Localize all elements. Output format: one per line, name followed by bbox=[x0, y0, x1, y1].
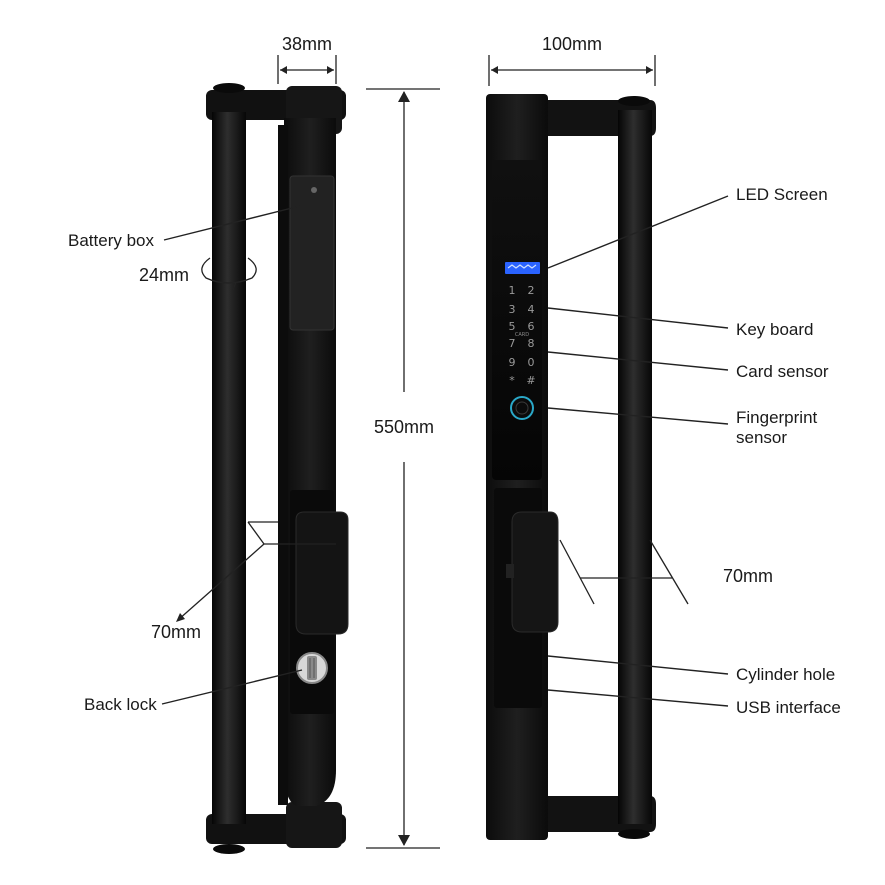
callout-key-board: Key board bbox=[547, 307, 814, 339]
dimension-70mm-right: 70mm bbox=[559, 539, 773, 605]
card-mark: CARD bbox=[515, 332, 529, 338]
label-battery-box: Battery box bbox=[68, 231, 154, 250]
dim-70mm-left-label: 70mm bbox=[151, 622, 201, 642]
callout-fingerprint-sensor: Fingerprint sensor bbox=[547, 407, 818, 447]
key: 0 bbox=[528, 356, 535, 369]
key: 8 bbox=[528, 337, 535, 350]
dim-550mm-label: 550mm bbox=[374, 417, 434, 437]
key: 4 bbox=[528, 303, 535, 316]
label-led-screen: LED Screen bbox=[736, 185, 828, 204]
keypad: 1 2 3 4 5 6 7 8 9 0 * # CARD bbox=[509, 284, 536, 387]
key: 2 bbox=[528, 284, 535, 297]
label-back-lock: Back lock bbox=[84, 695, 157, 714]
right-lever bbox=[511, 511, 559, 633]
label-fingerprint-line2: sensor bbox=[736, 428, 787, 447]
key: * bbox=[509, 374, 515, 387]
dimension-70mm-left: 70mm bbox=[151, 521, 336, 642]
callout-led-screen: LED Screen bbox=[547, 185, 828, 269]
key: 6 bbox=[528, 320, 535, 333]
callout-usb-interface: USB interface bbox=[547, 689, 841, 717]
dim-70mm-right-label: 70mm bbox=[723, 566, 773, 586]
callout-cylinder-hole: Cylinder hole bbox=[547, 655, 835, 684]
dimension-100mm: 100mm bbox=[488, 34, 656, 86]
dimension-550mm: 550mm bbox=[366, 88, 440, 849]
label-key-board: Key board bbox=[736, 320, 814, 339]
key: 5 bbox=[509, 320, 516, 333]
dim-38mm-label: 38mm bbox=[282, 34, 332, 54]
callout-back-lock: Back lock bbox=[84, 669, 303, 714]
left-lock bbox=[206, 83, 349, 854]
right-lock: 1 2 3 4 5 6 7 8 9 0 * # CARD bbox=[486, 94, 656, 840]
key: 7 bbox=[509, 337, 516, 350]
key: 9 bbox=[509, 356, 516, 369]
callout-battery-box: Battery box bbox=[68, 205, 301, 250]
dimension-24mm: 24mm bbox=[139, 257, 257, 291]
key: 1 bbox=[509, 284, 516, 297]
label-card-sensor: Card sensor bbox=[736, 362, 829, 381]
back-lock-knob bbox=[296, 652, 328, 684]
battery-box bbox=[289, 175, 335, 331]
led-screen bbox=[505, 262, 540, 274]
dim-24mm-label: 24mm bbox=[139, 265, 189, 285]
right-handle-bar bbox=[618, 110, 652, 824]
dimension-38mm: 38mm bbox=[277, 34, 337, 84]
left-handle-bar bbox=[212, 112, 246, 824]
label-fingerprint-line1: Fingerprint bbox=[736, 408, 818, 427]
label-usb-interface: USB interface bbox=[736, 698, 841, 717]
callout-card-sensor: Card sensor bbox=[547, 351, 829, 381]
fingerprint-sensor bbox=[510, 396, 534, 420]
dim-100mm-label: 100mm bbox=[542, 34, 602, 54]
label-cylinder-hole: Cylinder hole bbox=[736, 665, 835, 684]
key: # bbox=[526, 374, 535, 387]
left-lever bbox=[295, 511, 349, 635]
key: 3 bbox=[509, 303, 516, 316]
